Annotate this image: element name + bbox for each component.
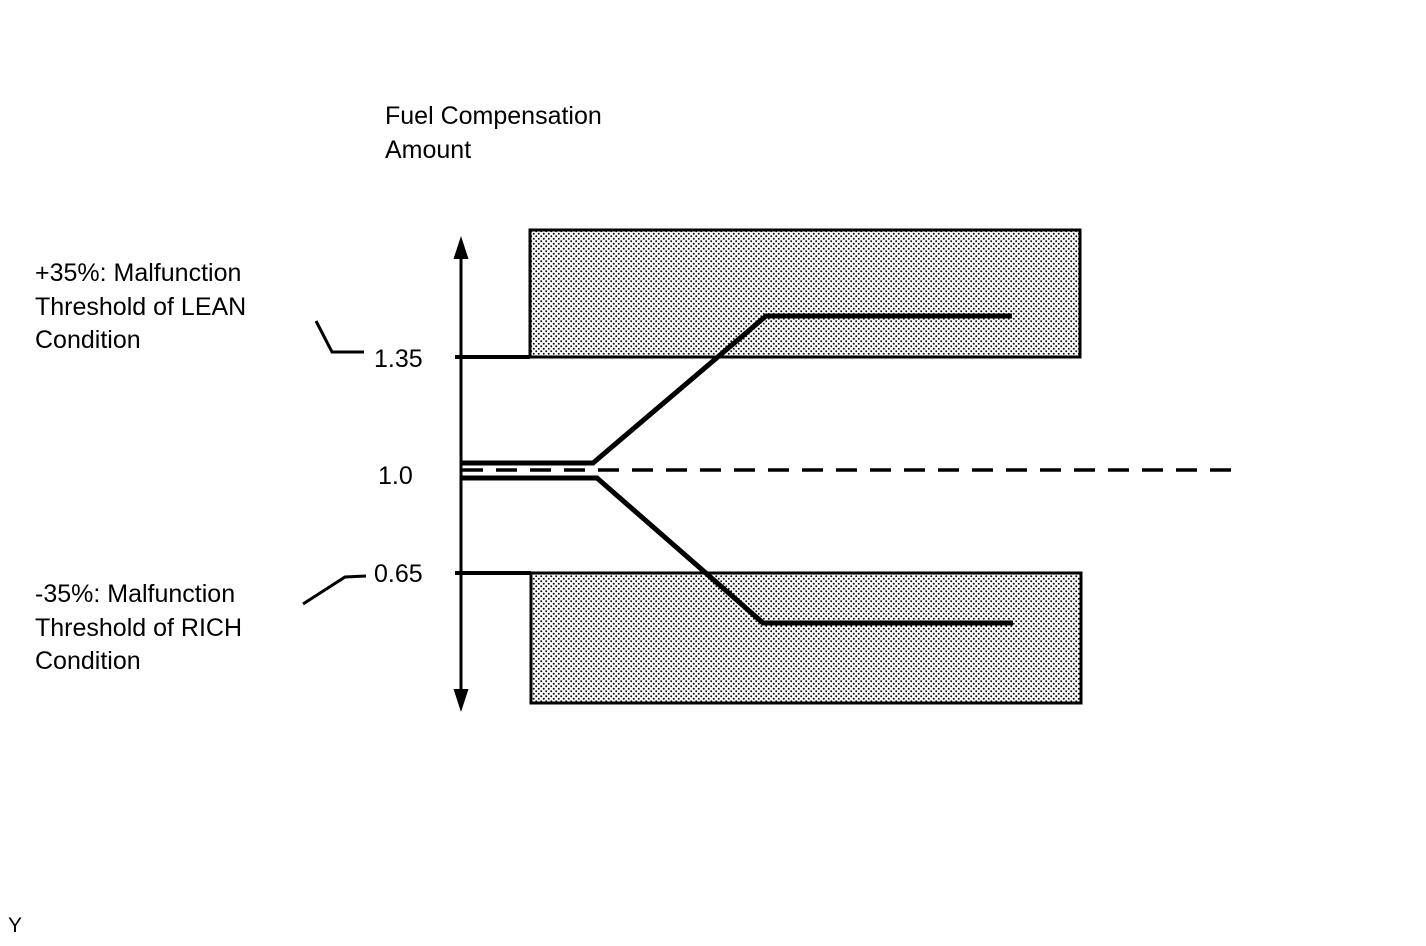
y-axis-up-arrow-icon [453,236,469,259]
rich-malfunction-band [529,571,1083,705]
page-footnote-y: Y [8,914,23,937]
y-axis [453,236,469,712]
chart-title: Fuel Compensation Amount [385,102,602,164]
lean-drift-trace [462,313,1012,466]
lean-threshold-annotation: +35%: Malfunction Threshold of LEAN Cond… [35,259,247,354]
y-tick-1-0: 1.0 [378,462,413,490]
y-tick-1-35: 1.35 [374,345,423,373]
rich-threshold-annotation: -35%: Malfunction Threshold of RICH Cond… [35,580,243,675]
lean-annotation-leader [314,320,364,354]
y-tick-0-65: 0.65 [374,560,423,588]
lean-malfunction-band [528,228,1082,359]
rich-drift-trace [462,475,1013,626]
rich-annotation-leader [302,574,367,606]
y-axis-down-arrow-icon [453,689,469,712]
